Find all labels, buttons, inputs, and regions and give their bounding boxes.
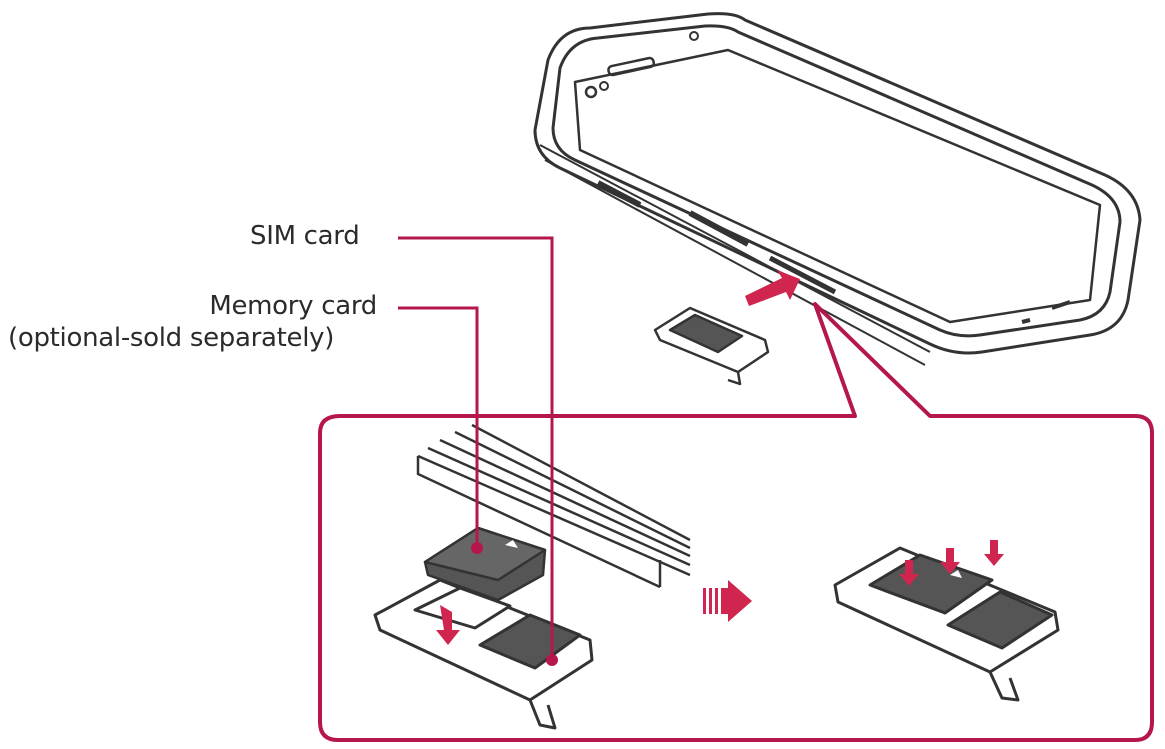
memory-card (423, 526, 547, 602)
sim-tray-left (373, 578, 594, 730)
next-step-arrow (703, 580, 752, 622)
insert-arrow-small (745, 270, 800, 306)
callout-frame (318, 302, 1154, 742)
leader-dots (471, 542, 558, 666)
sim-card-label: SIM card (250, 221, 360, 251)
leader-lines (398, 236, 554, 660)
sim-tray-right (833, 546, 1060, 702)
memory-card-label: Memory card (209, 291, 377, 321)
phone (533, 12, 1142, 366)
phone-edge-closeup (416, 423, 691, 589)
sim-tray-small (653, 306, 770, 386)
insert-down-arrow (436, 605, 460, 645)
press-arrows (899, 540, 1004, 586)
memory-card-note: (optional-sold separately) (8, 323, 335, 353)
